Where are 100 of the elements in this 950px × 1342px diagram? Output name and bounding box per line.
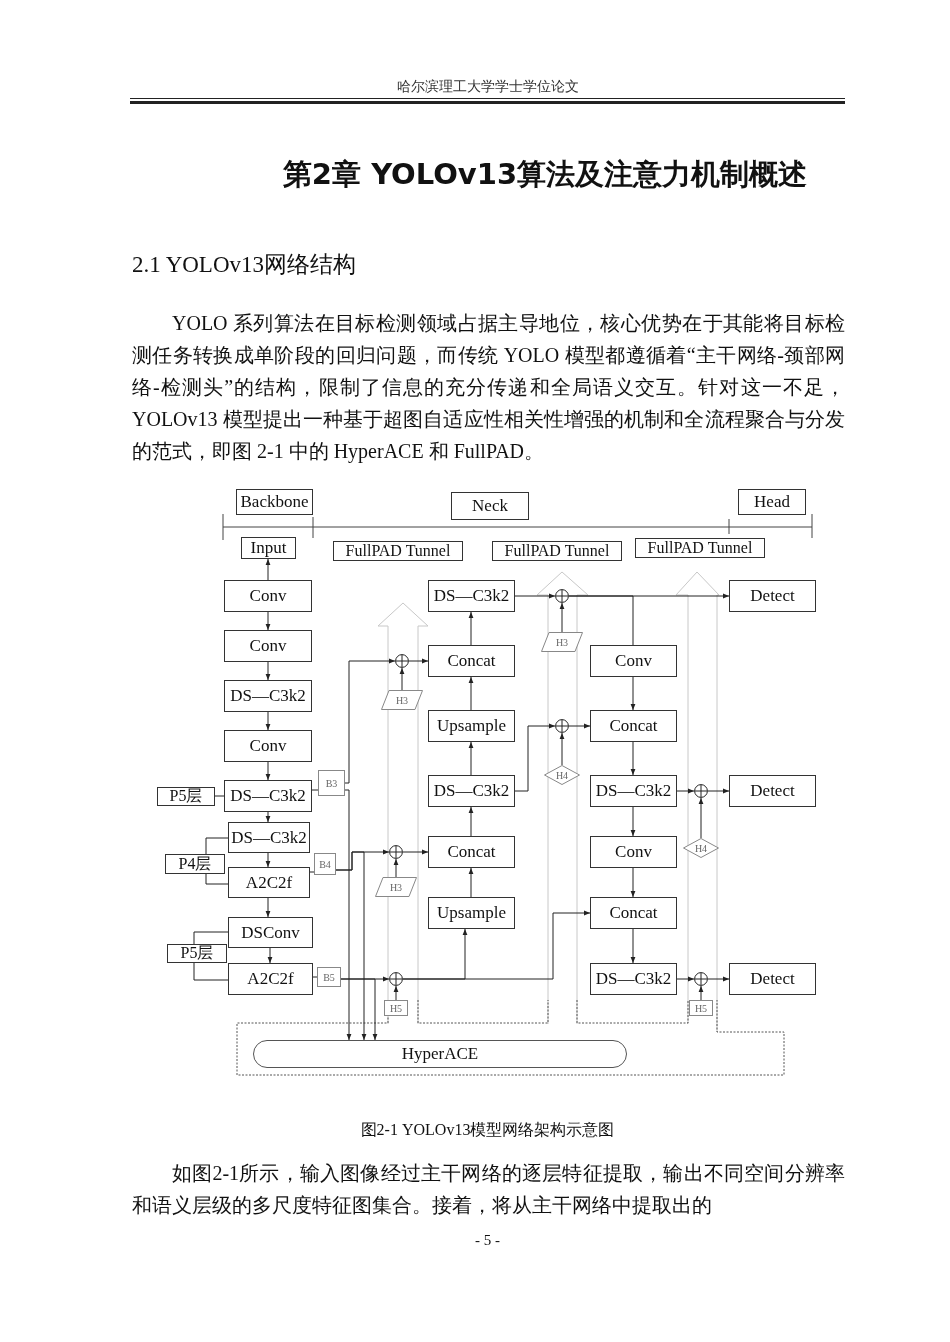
process-box: Head <box>738 489 806 515</box>
arrow <box>514 723 556 792</box>
label-box: P5层 <box>167 944 227 963</box>
arrow <box>514 593 556 599</box>
feature-diamond: H4 <box>544 765 580 785</box>
connector-line <box>214 795 225 797</box>
arrow <box>707 976 730 982</box>
feature-tag-box: B4 <box>314 853 336 875</box>
sum-circle <box>694 972 708 986</box>
arrow <box>468 611 474 646</box>
feature-tag-box: B3 <box>318 770 345 796</box>
process-box: Concat <box>590 710 677 742</box>
process-box: Backbone <box>236 489 313 515</box>
arrow <box>698 985 704 1001</box>
feature-tag-box: B5 <box>317 967 341 987</box>
process-box: DS—C3k2 <box>590 775 677 807</box>
process-box: DS—C3k2 <box>224 680 312 712</box>
process-box: Input <box>241 537 296 559</box>
arrow <box>265 852 271 868</box>
process-box: Conv <box>224 730 312 762</box>
process-box: Upsample <box>428 897 515 929</box>
arrow <box>393 985 399 1001</box>
arrow <box>698 797 704 839</box>
process-box: DSConv <box>228 917 313 948</box>
arrow <box>630 867 636 898</box>
arrow <box>630 928 636 964</box>
arrow <box>265 711 271 731</box>
figure-caption: 图2-1 YOLOv13模型网络架构示意图 <box>359 1120 616 1140</box>
feature-parallelogram: H3 <box>375 877 417 897</box>
arrow <box>393 858 399 878</box>
process-box: A2C2f <box>228 867 310 898</box>
sum-circle <box>555 589 569 603</box>
connector-line <box>193 962 229 981</box>
arrow <box>265 761 271 781</box>
arrow <box>468 676 474 711</box>
sum-circle <box>389 845 403 859</box>
body-paragraph: YOLO 系列算法在目标检测领域占据主导地位，核心优势在于其能将目标检测任务转换成单阶段的回归问题，而传统 YOLO 模型都遵循着“主干网络-颈部网络-检测头”的结构，限制了信息的充分传递和全局语义交互。针对这一不足，YOLOv13 模型提出一种基于超图自适应性相关性增强的机制和全流程聚合与分发的范式，即图 2-1 中的 HyperACE 和 FullPAD。 <box>132 311 845 465</box>
arrow <box>559 602 565 633</box>
arrow <box>265 558 271 581</box>
process-box: Conv <box>590 645 677 677</box>
body-paragraph: 如图2-1所示，输入图像经过主干网络的逐层特征提取，输出不同空间分辨率和语义层级的多尺度特征图集合。接着，将从主干网络中提取出的 <box>132 1161 845 1218</box>
process-box: Conv <box>590 836 677 868</box>
process-box: Detect <box>729 963 816 995</box>
label-box: FullPAD Tunnel <box>635 538 765 558</box>
label-box: P4层 <box>165 854 225 874</box>
sum-circle <box>389 972 403 986</box>
arrow <box>344 658 396 784</box>
arrow <box>402 849 429 855</box>
page-number: - 5 - <box>474 1232 501 1249</box>
arrow <box>559 732 565 766</box>
feature-parallelogram: H3 <box>381 690 423 710</box>
arrow <box>630 741 636 776</box>
sum-circle <box>555 719 569 733</box>
connector-line <box>205 873 229 885</box>
process-box: DS—C3k2 <box>228 822 310 853</box>
arrow <box>399 667 405 691</box>
arrow <box>402 910 591 980</box>
arrow <box>568 723 591 729</box>
process-box: Conv <box>224 630 312 662</box>
process-box: Upsample <box>428 710 515 742</box>
arrow <box>340 978 378 1041</box>
sum-circle <box>694 784 708 798</box>
process-box: DS—C3k2 <box>590 963 677 995</box>
connector-line <box>311 789 319 791</box>
running-header: 哈尔滨理工大学学士学位论文 <box>395 78 580 96</box>
process-box: DS—C3k2 <box>428 580 515 612</box>
process-box: Detect <box>729 580 816 612</box>
arrow <box>265 897 271 918</box>
process-box: DS—C3k2 <box>428 775 515 807</box>
arrow <box>265 611 271 631</box>
connector-line <box>193 931 229 945</box>
process-box: Concat <box>590 897 677 929</box>
sum-circle <box>395 654 409 668</box>
label-box: FullPAD Tunnel <box>492 541 622 561</box>
label-box: FullPAD Tunnel <box>333 541 463 561</box>
connector-line <box>205 837 229 855</box>
arrow <box>468 806 474 837</box>
process-box: Neck <box>451 492 529 520</box>
arrow <box>676 976 695 982</box>
feature-diamond: H4 <box>683 838 719 858</box>
process-box: Conv <box>224 580 312 612</box>
arrow <box>335 851 367 1041</box>
arrow <box>707 788 730 794</box>
module-pill: HyperACE <box>253 1040 627 1068</box>
section-heading: 2.1 YOLOv13网络结构 <box>132 251 357 279</box>
arrow <box>265 811 271 823</box>
arrow <box>408 658 429 664</box>
connector-line <box>309 871 315 873</box>
arrow <box>344 789 352 1041</box>
arrow <box>267 947 273 964</box>
process-box: Concat <box>428 645 515 677</box>
feature-parallelogram: H3 <box>541 632 583 652</box>
feature-tag-box: H5 <box>689 1000 713 1016</box>
process-box: A2C2f <box>228 963 313 995</box>
arrow <box>676 788 695 794</box>
connector-line <box>568 595 634 646</box>
arrow <box>468 867 474 898</box>
process-box: DS—C3k2 <box>224 780 312 812</box>
arrow <box>630 806 636 837</box>
arrow <box>468 741 474 776</box>
